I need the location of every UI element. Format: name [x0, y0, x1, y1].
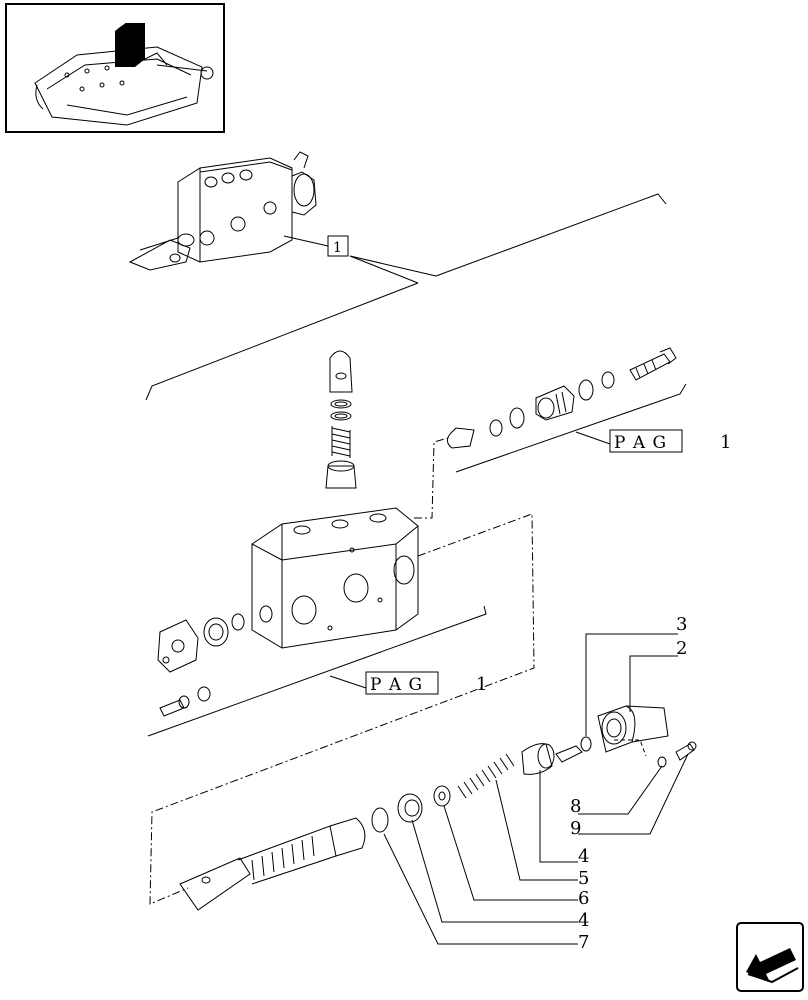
return-arrow-icon: [746, 948, 799, 984]
side-cover-parts: [157, 613, 245, 717]
horizontal-relief-parts: [446, 347, 677, 449]
callout-2: 2: [676, 638, 687, 659]
callout-leaders: [383, 633, 689, 945]
tractor-lift-housing-icon: [34, 22, 214, 126]
callout-4-upper: 4: [578, 846, 589, 867]
pag-ref-2-page: 1: [476, 674, 487, 695]
callout-4-lower: 4: [578, 910, 589, 931]
pag-ref-2-prefix: P A G: [370, 675, 423, 695]
pag-ref-1-prefix: P A G: [614, 433, 667, 453]
vertical-relief-parts: [325, 350, 357, 489]
assembled-valve-unit: [128, 151, 317, 271]
pag-ref-1-page: 1: [720, 432, 731, 453]
callout-3: 3: [676, 614, 687, 635]
return-nav-button[interactable]: [736, 922, 804, 992]
valve-body: [251, 507, 419, 649]
reference-box-label: 1: [333, 240, 342, 256]
spool-assembly: [179, 705, 697, 911]
highlighted-valve-block: [115, 22, 145, 67]
reference-box-1-frame: [327, 235, 349, 257]
overview-thumbnail: [5, 3, 225, 133]
callout-8: 8: [570, 796, 581, 817]
callout-6: 6: [578, 888, 589, 909]
callout-9: 9: [570, 818, 581, 839]
callout-5: 5: [578, 868, 589, 889]
callout-7: 7: [578, 932, 589, 953]
